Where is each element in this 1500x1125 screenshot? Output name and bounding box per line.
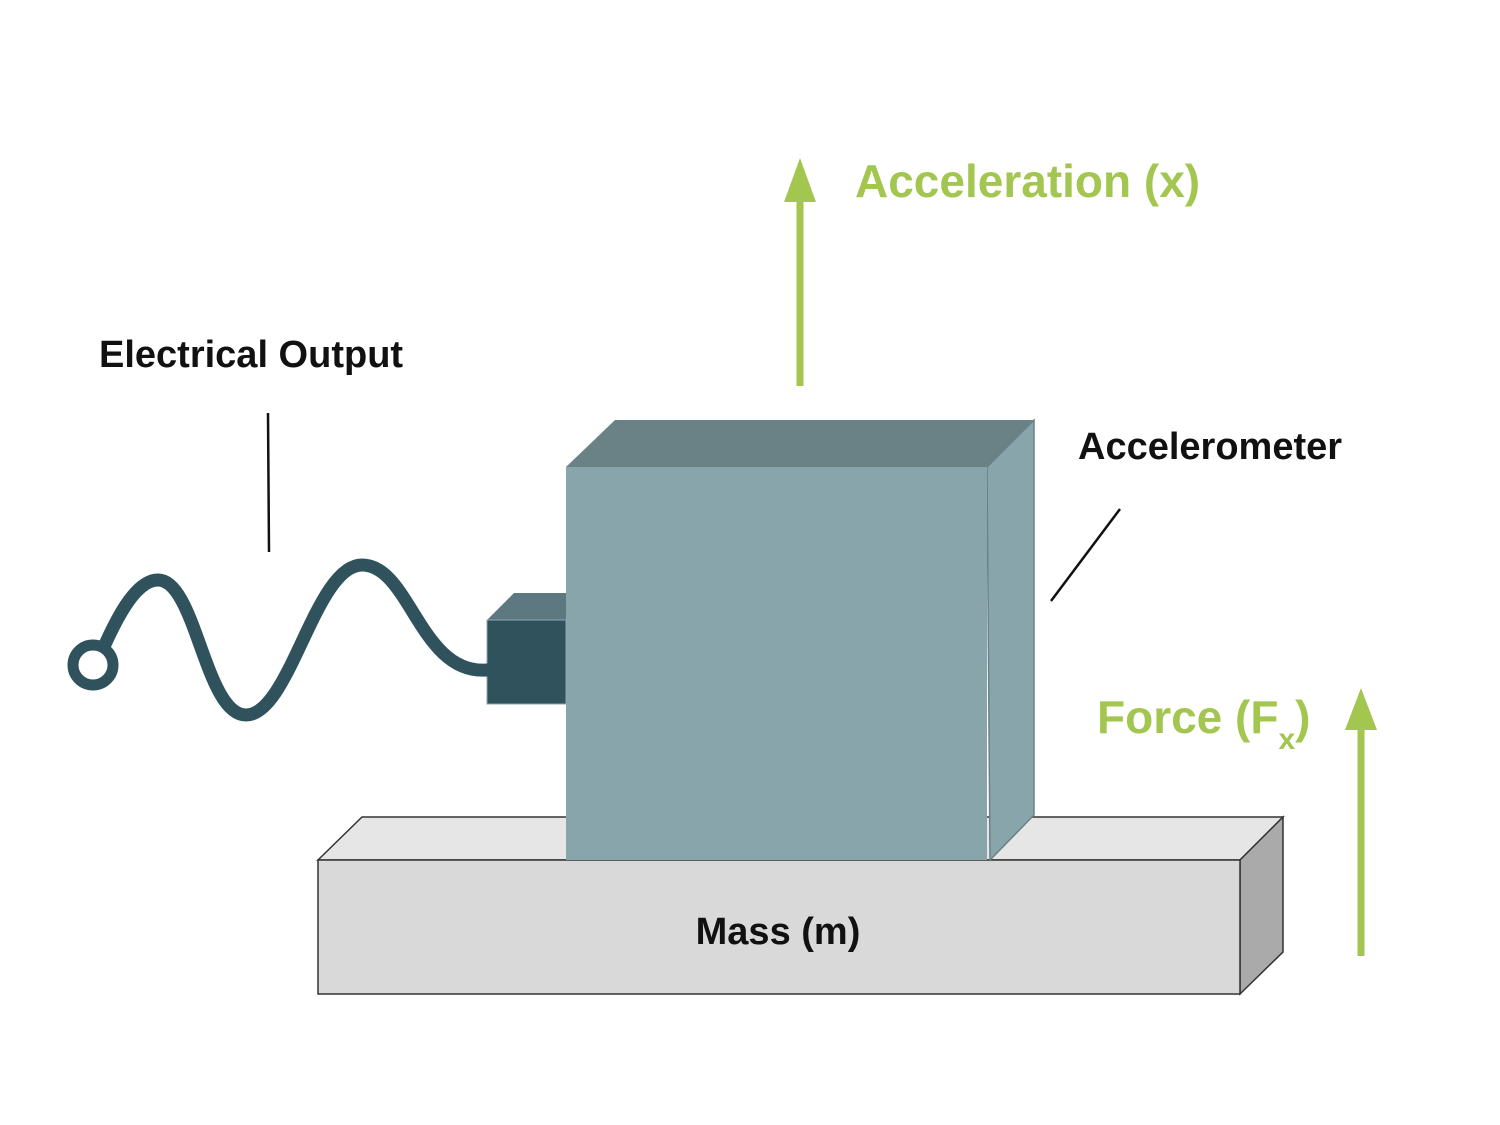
accelerometer-body — [566, 418, 1035, 862]
mass-block-front — [317, 859, 1241, 995]
mass-block — [316, 815, 1285, 996]
arrow-up-icon — [784, 158, 816, 202]
arrow-up-icon — [1345, 688, 1377, 730]
electrical-output-label: Electrical Output — [99, 334, 403, 376]
accelerometer-label: Accelerometer — [1078, 426, 1342, 468]
accelerometer-top-face — [566, 420, 1034, 467]
mass-label: Mass (m) — [696, 911, 861, 953]
electrical-output-leader-line — [266, 412, 271, 553]
accelerometer-side-face — [986, 418, 1035, 862]
connector — [486, 593, 567, 705]
force-arrow — [1345, 688, 1377, 956]
ring-terminal-icon — [67, 639, 119, 691]
output-cable — [89, 558, 494, 722]
acceleration-arrow — [784, 158, 816, 386]
connector-top-face — [487, 593, 566, 620]
acceleration-label: Acceleration (x) — [855, 155, 1200, 207]
accelerometer-leader-line — [1050, 508, 1121, 602]
force-label: Force (Fx) — [1097, 691, 1310, 756]
force-label-subscript: x — [1278, 723, 1295, 756]
connector-front-face — [486, 619, 567, 705]
accelerometer-front-face — [566, 467, 987, 860]
force-label-prefix: Force (F — [1097, 691, 1278, 743]
force-label-suffix: ) — [1295, 691, 1310, 743]
